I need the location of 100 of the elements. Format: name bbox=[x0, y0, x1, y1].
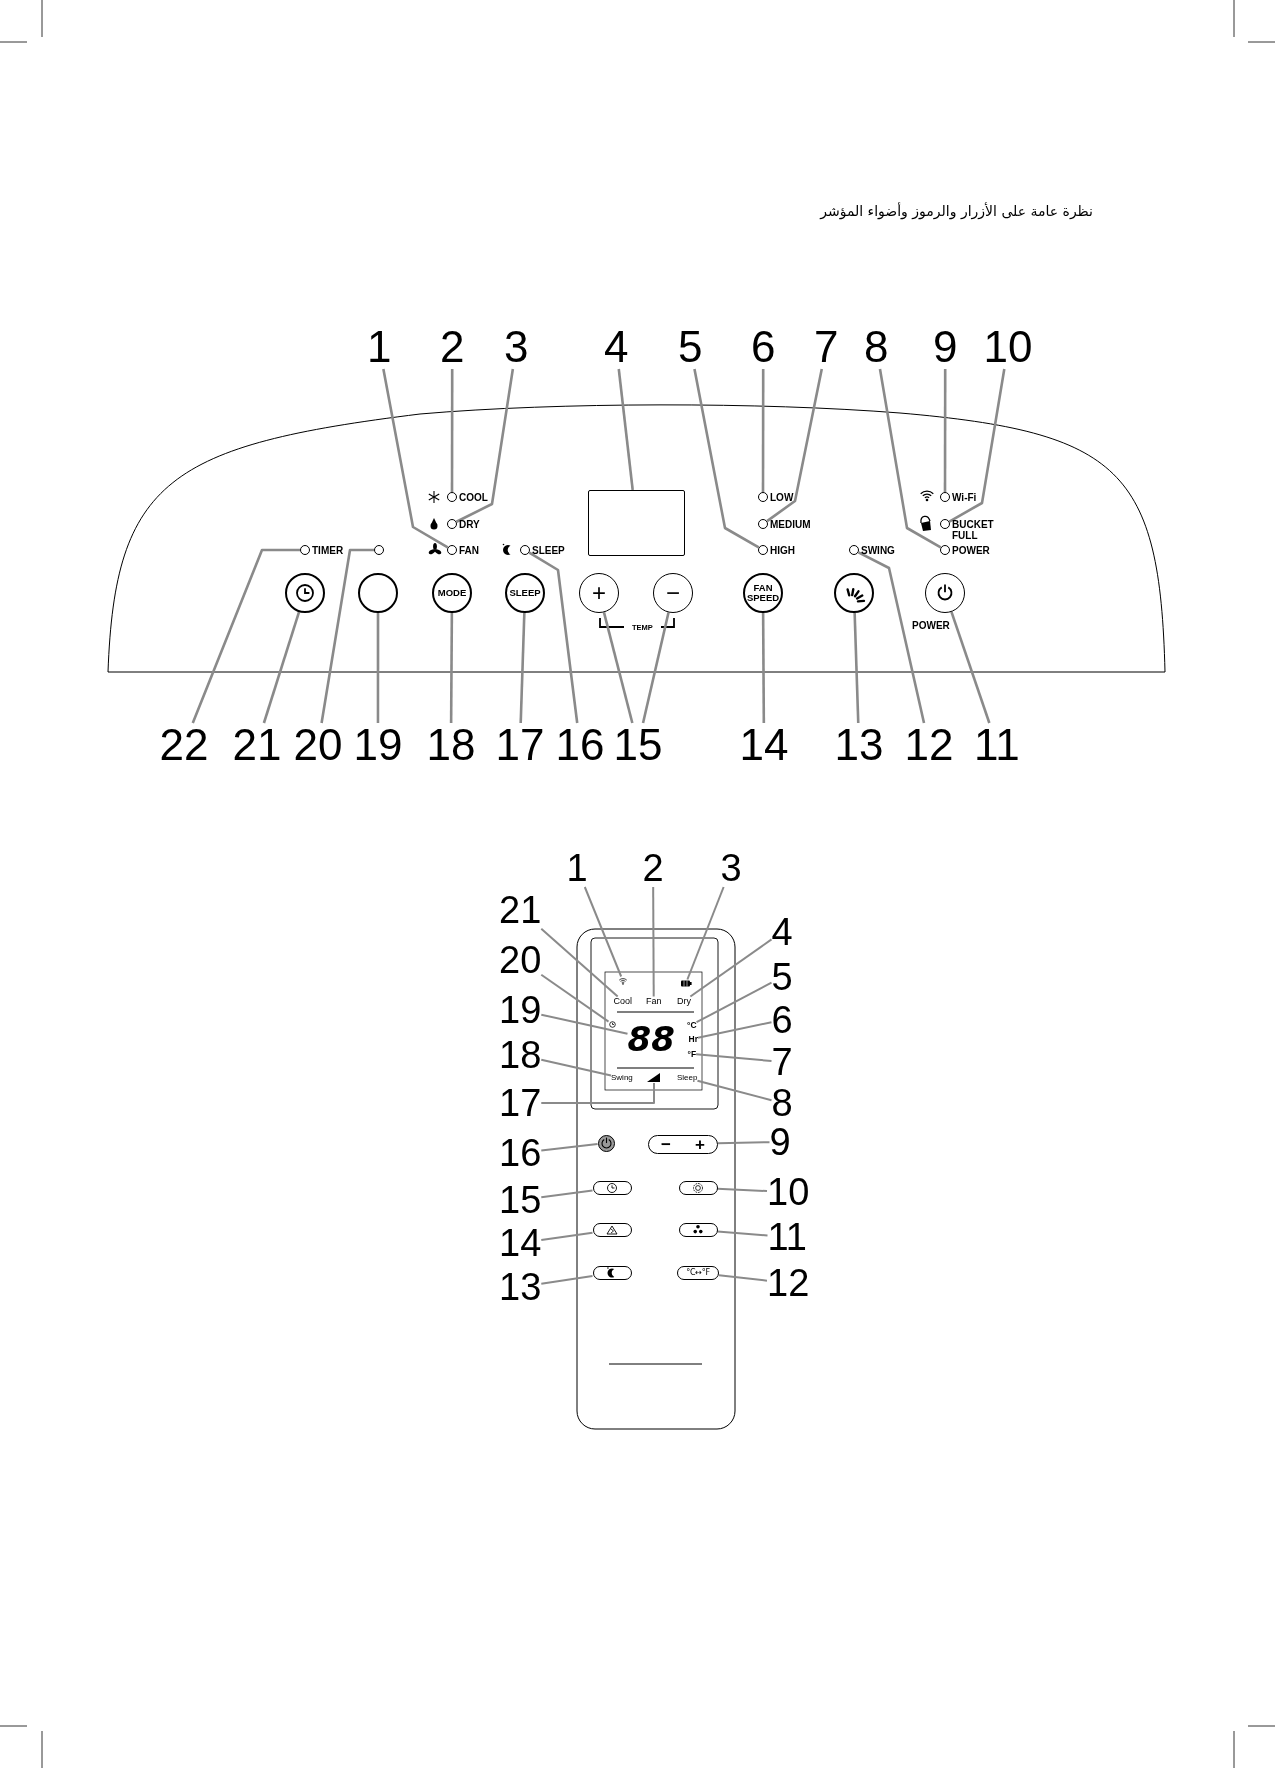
round-button bbox=[834, 573, 874, 613]
callout-number: 21 bbox=[232, 723, 282, 767]
unit-label: °C bbox=[687, 1020, 697, 1029]
signal-icon bbox=[647, 1073, 661, 1083]
callout-number: 2 bbox=[440, 325, 465, 369]
leader-line bbox=[716, 1187, 768, 1193]
leader-line bbox=[540, 1189, 594, 1199]
callout-number: 4 bbox=[771, 913, 793, 951]
callout-number: 17 bbox=[495, 723, 545, 767]
leader-line bbox=[948, 368, 1006, 523]
callout-number: 13 bbox=[499, 1268, 542, 1306]
display-label: Swing bbox=[611, 1074, 633, 1082]
callout-number: 18 bbox=[499, 1036, 542, 1074]
round-button bbox=[358, 573, 398, 613]
leader-line bbox=[262, 611, 301, 724]
leader-line bbox=[686, 886, 725, 981]
callout-number: 1 bbox=[367, 325, 392, 369]
callout-number: 12 bbox=[767, 1264, 810, 1302]
callout-number: 6 bbox=[751, 325, 776, 369]
leader-line bbox=[617, 368, 634, 491]
leader-line bbox=[602, 612, 634, 724]
leader-line bbox=[943, 369, 947, 492]
callout-number: 16 bbox=[555, 723, 605, 767]
callout-number: 13 bbox=[834, 723, 884, 767]
callout-number: 8 bbox=[771, 1084, 793, 1122]
leader-line bbox=[540, 1013, 629, 1035]
unit-label: °F bbox=[687, 1049, 697, 1058]
callout-number: 22 bbox=[159, 723, 209, 767]
leader-line bbox=[540, 1274, 594, 1285]
callout-number: 14 bbox=[499, 1224, 542, 1262]
leader-line bbox=[519, 612, 526, 724]
indicator-light: COOL bbox=[447, 491, 488, 503]
callout-number: 9 bbox=[769, 1123, 791, 1161]
leader-line bbox=[528, 551, 579, 724]
callout-number: 18 bbox=[426, 723, 476, 767]
leader-line bbox=[689, 938, 773, 998]
leader-line bbox=[857, 551, 926, 724]
leader-line bbox=[450, 369, 454, 492]
indicator-light: LOW bbox=[758, 491, 794, 503]
indicator-light: SWING bbox=[849, 544, 895, 556]
leader-line bbox=[382, 368, 449, 549]
callout-number: 21 bbox=[499, 891, 542, 929]
indicator-light: HIGH bbox=[758, 544, 795, 556]
callout-number: 19 bbox=[353, 723, 403, 767]
callout-number: 3 bbox=[720, 849, 742, 887]
callout-number: 20 bbox=[499, 941, 542, 979]
callout-number: 10 bbox=[767, 1173, 810, 1211]
leader-line bbox=[449, 613, 454, 723]
leader-line bbox=[761, 369, 765, 492]
unit-label: Hr bbox=[688, 1034, 698, 1043]
leader-line bbox=[320, 548, 374, 724]
callout-number: 2 bbox=[642, 849, 664, 887]
leader-line bbox=[717, 1141, 771, 1145]
callout-number: 7 bbox=[814, 325, 839, 369]
callout-number: 11 bbox=[767, 1218, 807, 1256]
callout-number: 17 bbox=[499, 1084, 542, 1122]
indicator-light: DRY bbox=[447, 518, 480, 530]
leader-line bbox=[766, 368, 824, 523]
leader-line bbox=[540, 1082, 655, 1104]
leader-line bbox=[652, 886, 655, 998]
indicator-light: Wi-Fi bbox=[940, 491, 977, 503]
callout-number: 20 bbox=[293, 723, 343, 767]
callout-number: 5 bbox=[678, 325, 703, 369]
leader-line bbox=[718, 1274, 768, 1282]
display-label: Sleep bbox=[677, 1074, 698, 1082]
heading: نظرة عامة على الأزرار والرموز وأضواء المؤشر bbox=[820, 202, 1093, 220]
leader-line bbox=[540, 973, 610, 1023]
clock-icon bbox=[608, 1020, 616, 1028]
callout-number: 11 bbox=[974, 723, 1020, 767]
power-button bbox=[597, 1134, 615, 1152]
leader-line bbox=[583, 886, 623, 978]
leader-line bbox=[950, 611, 991, 724]
leader-line bbox=[540, 1058, 612, 1077]
round-button: SLEEP bbox=[505, 573, 545, 613]
battery-icon bbox=[680, 979, 692, 987]
callout-number: 14 bbox=[739, 723, 789, 767]
display-label: Fan bbox=[646, 996, 662, 1006]
leader-line bbox=[695, 981, 773, 1024]
callout-number: 1 bbox=[566, 849, 588, 887]
callout-number: 9 bbox=[933, 325, 958, 369]
digit-display: 88 bbox=[627, 1022, 675, 1056]
indicator-light: POWER bbox=[940, 544, 990, 556]
callout-number: 3 bbox=[504, 325, 529, 369]
display-label: Dry bbox=[677, 996, 691, 1006]
callout-number: 6 bbox=[771, 1001, 793, 1039]
callout-number: 7 bbox=[771, 1043, 793, 1081]
callout-number: 19 bbox=[499, 991, 542, 1029]
leader-line bbox=[716, 1230, 769, 1237]
leader-line bbox=[540, 1231, 594, 1241]
indicator-light: SLEEP bbox=[520, 544, 565, 556]
indicator-light: MEDIUM bbox=[758, 518, 811, 530]
round-button bbox=[285, 573, 325, 613]
callout-number: 12 bbox=[904, 723, 954, 767]
leader-line bbox=[540, 1143, 599, 1152]
leader-line bbox=[191, 548, 300, 724]
callout-number: 16 bbox=[499, 1134, 542, 1172]
callout-number: 15 bbox=[613, 723, 663, 767]
button-label: POWER bbox=[912, 619, 950, 631]
callout-number: 8 bbox=[864, 325, 889, 369]
leader-line bbox=[693, 368, 760, 549]
